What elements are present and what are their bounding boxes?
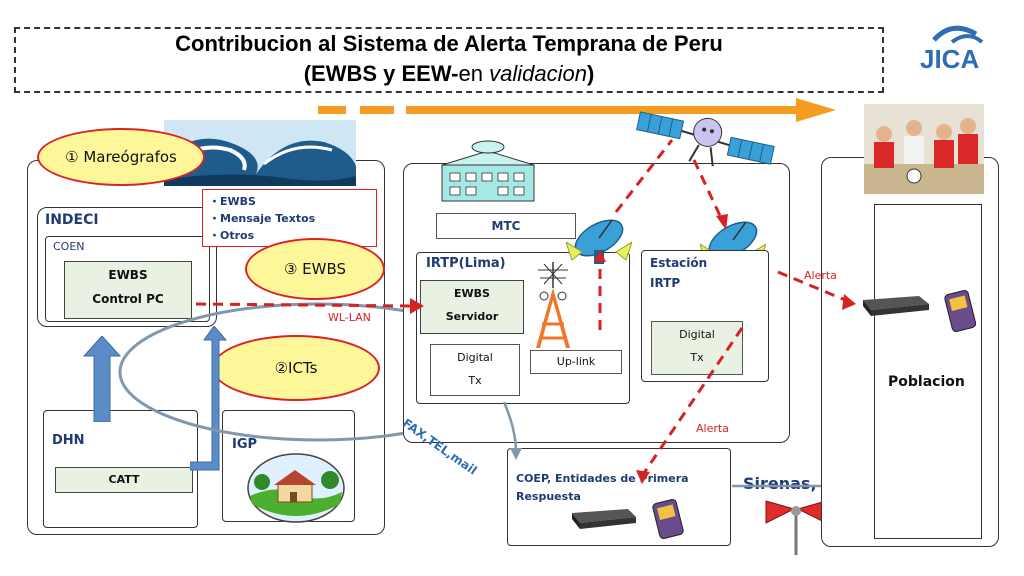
icts-oval: ②ICTs [212,335,380,401]
server-line1: EWBS [454,287,490,300]
mtc-label: MTC [436,213,576,239]
legend-item-otros: ・Otros [209,229,255,242]
home-phone-icon [944,289,977,332]
station-digital-line2: Tx [690,351,704,364]
indeci-label: INDECI [45,212,99,228]
igp-label: IGP [232,437,258,452]
irtp-digital-line2: Tx [468,374,482,387]
title-line-2-bold: (EWBS y EEW- [303,61,459,86]
coep-label-2: Respuesta [516,490,581,503]
alerta-bottom-label: Alerta [696,422,729,435]
tsunami-wave-image [164,120,356,186]
ewbs-control-pc: EWBS Control PC [64,261,192,319]
siren-speaker-icon [765,500,827,555]
house-landscape-icon [247,453,345,523]
title-box: Contribucion al Sistema de Alerta Tempra… [14,27,884,93]
jica-logo: JICA [912,20,990,80]
control-pc-line1: EWBS [108,268,148,282]
legend-item-mensaje: ・Mensaje Textos [209,212,316,225]
coep-phone-icon [652,498,684,540]
poblacion-label: Poblacion [888,374,965,390]
poblacion-inner [874,204,982,539]
mtc-building-icon [441,140,535,202]
coep-box [507,448,731,546]
ewbs-server: EWBS Servidor [420,280,524,334]
title-line-1: Contribucion al Sistema de Alerta Tempra… [175,31,723,56]
coen-label: COEN [53,240,85,253]
home-receiver-icon [863,296,929,316]
mareografos-oval: ① Mareógrafos [37,128,205,186]
alerta-top-label: Alerta [804,269,837,282]
station-label-2: IRTP [650,276,681,290]
timeline-arrow [318,98,836,122]
irtp-lima-label: IRTP(Lima) [426,256,506,271]
irtp-digital-line1: Digital [457,351,493,364]
uplink-dish-icon [566,219,632,264]
uplink-box: Up-link [530,350,622,374]
title-line-2-end: ) [586,61,595,86]
control-pc-line2: Control PC [92,292,164,306]
title-line-2: (EWBS y EEW-en validacion) [16,61,882,87]
dhn-to-indeci-arrow [82,336,122,422]
satellite-icon [636,111,775,167]
igp-to-catt-arrow [190,326,228,471]
station-digital-line1: Digital [679,328,715,341]
irtp-tower-icon [536,262,570,348]
crowd-photo [864,104,984,194]
title-line-2-italic: validacion [489,61,587,86]
title-line-2-normal: en [458,61,490,86]
ewbs-oval: ③ EWBS [245,238,385,300]
wl-lan-label: WL-LAN [328,311,371,324]
coep-receiver-icon [572,509,636,529]
server-line2: Servidor [445,310,499,323]
station-label-1: Estación [650,256,708,270]
legend-list: ・EWBS ・Mensaje Textos ・Otros [202,189,377,247]
jica-logo-text: JICA [920,44,979,74]
dhn-label: DHN [52,433,85,448]
irtp-digital-tx: Digital Tx [430,344,520,396]
irtp-to-coep-arrow [502,401,522,460]
catt-box: CATT [55,467,193,493]
legend-item-ewbs: ・EWBS [209,195,256,208]
